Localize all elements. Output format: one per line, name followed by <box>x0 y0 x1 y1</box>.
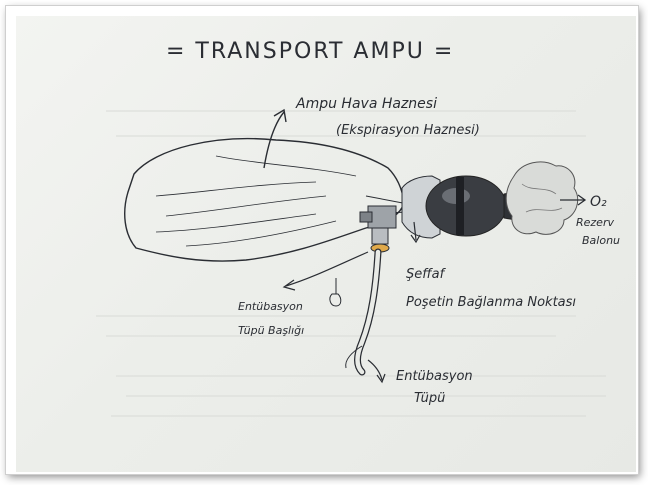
diagram-title: = TRANSPORT AMPU = <box>166 39 454 64</box>
reservoir-balloon <box>506 162 577 234</box>
print-through-lines <box>96 111 606 416</box>
tube-label-line1: Entübasyon <box>396 369 473 384</box>
tube-head-label-line2: Tüpü Başlığı <box>238 324 304 337</box>
reservoir-label-line2: Balonu <box>582 234 620 247</box>
tube-arrow <box>368 360 385 382</box>
reservoir-label-line1: Rezerv <box>576 216 614 229</box>
valve-connector <box>360 206 396 252</box>
air-chamber-alt-label: (Ekspirasyon Haznesi) <box>336 123 480 138</box>
o2-label: O₂ <box>590 194 607 210</box>
tube-head-label-line1: Entübasyon <box>238 300 303 313</box>
tube-label-line2: Tüpü <box>414 391 445 406</box>
ampu-sketch-diagram: = TRANSPORT AMPU = <box>16 16 636 472</box>
tube-head-arrow <box>284 252 368 290</box>
paper-sheet: = TRANSPORT AMPU = <box>16 16 636 472</box>
ampu-bulb <box>402 176 516 238</box>
seffaf-label: Şeffaf <box>406 267 447 282</box>
bag-connection-label: Poşetin Bağlanma Noktası <box>406 295 576 310</box>
photo-frame: = TRANSPORT AMPU = <box>6 6 638 474</box>
air-chamber-label: Ampu Hava Haznesi <box>295 96 437 112</box>
intubation-tube <box>330 252 378 372</box>
